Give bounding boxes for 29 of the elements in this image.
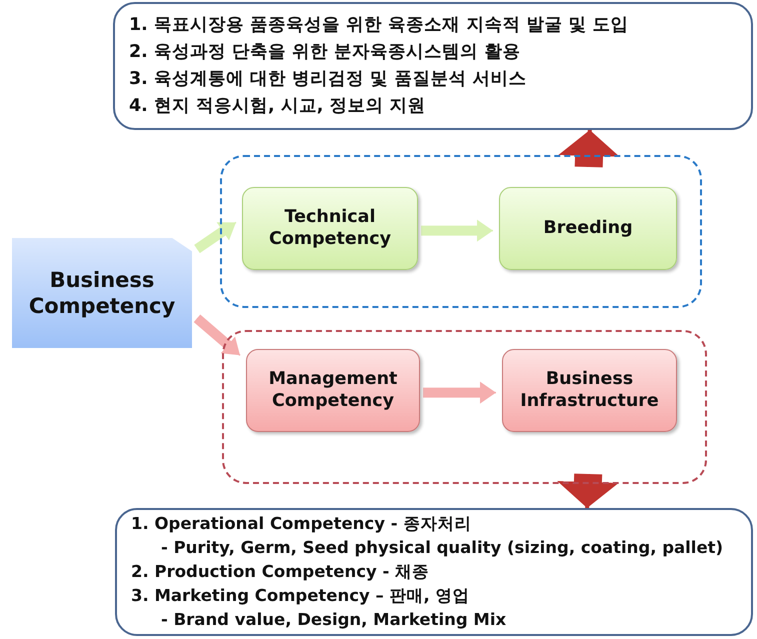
block-arrow	[557, 474, 619, 508]
dashed-group-box	[220, 155, 702, 308]
process-box	[246, 349, 420, 432]
node-label: 1. 목표시장용 품종육성을 위한 육종소재 지속적 발굴 및 도입	[129, 14, 630, 37]
process-box	[242, 187, 418, 270]
node-label: 4. 현지 적응시험, 시교, 정보의 지원	[129, 95, 427, 118]
block-arrow	[194, 314, 240, 356]
node-label: Technical Competency	[268, 206, 392, 250]
node-label: 3. Marketing Competency – 판매, 영업	[131, 585, 471, 607]
node-label: 1. Operational Competency - 종자처리	[131, 513, 472, 535]
node-label: - Brand value, Design, Marketing Mix	[160, 609, 508, 631]
node-label: 2. 육성과정 단축을 위한 분자육종시스템의 활용	[129, 41, 522, 64]
folded-note-box	[12, 238, 192, 348]
text-panel	[115, 508, 753, 636]
process-box	[499, 187, 677, 270]
node-label: - Purity, Germ, Seed physical quality (sizing, coating, pallet)	[160, 537, 724, 559]
node-label: Management Competency	[268, 368, 398, 412]
node-label: 2. Production Competency - 채종	[131, 561, 430, 583]
process-box	[502, 349, 677, 432]
text-panel	[113, 2, 753, 130]
block-arrow	[558, 130, 620, 168]
node-label: Business Infrastructure	[519, 368, 660, 412]
node-label: Business Competency	[28, 266, 176, 320]
block-arrow	[423, 382, 496, 404]
node-label: Breeding	[542, 218, 634, 240]
node-label: 3. 육성계통에 대한 병리검정 및 품질분석 서비스	[129, 68, 528, 91]
block-arrow	[421, 220, 493, 242]
block-arrow	[194, 222, 236, 254]
dashed-group-box	[222, 330, 707, 484]
